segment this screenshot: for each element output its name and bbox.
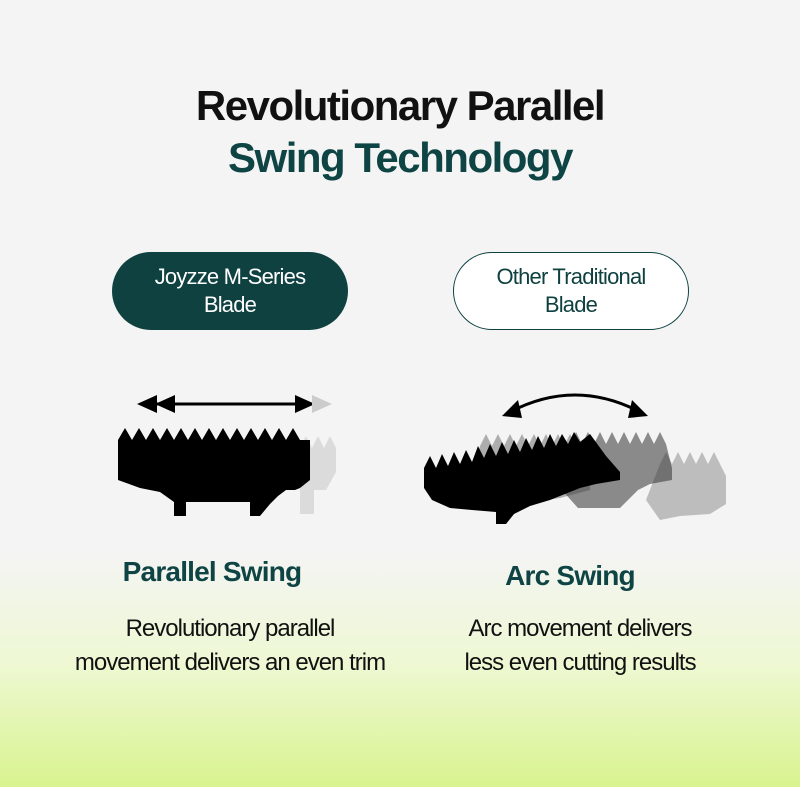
title-line-2: Swing Technology bbox=[228, 134, 573, 181]
double-arrow-icon bbox=[137, 395, 332, 413]
arc-blade-icon bbox=[424, 432, 620, 524]
arc-arrow-icon bbox=[502, 393, 648, 418]
joyzze-blade-badge: Joyzze M-Series Blade bbox=[112, 252, 348, 330]
arc-swing-heading: Arc Swing bbox=[505, 560, 636, 591]
parallel-swing-description-text: Revolutionary parallel movement delivers… bbox=[74, 615, 386, 676]
parallel-swing-description: Revolutionary parallel movement delivers… bbox=[30, 612, 430, 680]
arc-swing-description-text: Arc movement delivers less even cutting … bbox=[464, 615, 696, 676]
arc-swing-illustration bbox=[424, 393, 726, 524]
traditional-blade-badge-label: Other Traditional Blade bbox=[496, 264, 646, 317]
blade-icon bbox=[118, 428, 310, 516]
parallel-swing-illustration bbox=[118, 395, 336, 516]
title-line-1: Revolutionary Parallel bbox=[195, 82, 606, 129]
arc-swing-description: Arc movement delivers less even cutting … bbox=[410, 612, 750, 680]
traditional-blade-badge: Other Traditional Blade bbox=[453, 252, 689, 330]
parallel-swing-heading: Parallel Swing bbox=[122, 556, 302, 587]
joyzze-blade-badge-label: Joyzze M-Series Blade bbox=[154, 264, 306, 317]
